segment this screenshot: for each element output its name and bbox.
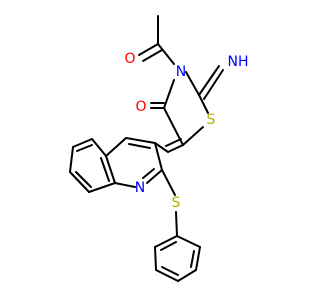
atom-label-o-acetyl: O <box>124 51 135 67</box>
bond-q7-q8 <box>69 171 90 193</box>
bond-c2-s <box>198 94 209 114</box>
atom-label-s-ring: S <box>207 112 216 128</box>
bond-q4a-q8a <box>105 155 116 184</box>
bond-s-c5 <box>182 126 204 146</box>
bond-acetyl-co-b <box>142 49 163 62</box>
bond-ph6-ph1 <box>154 235 178 248</box>
bond-n-c2 <box>185 71 200 96</box>
bond-inner-ph4-ph5 <box>161 266 179 276</box>
molecule-structure: O N NH S O N S <box>69 15 249 282</box>
bond-q2-q3 <box>154 142 163 171</box>
bond-q5-q6 <box>72 138 93 148</box>
bond-q6-q7 <box>69 146 74 173</box>
bond-q8-q8a <box>88 182 116 193</box>
bond-exo-alkene-b <box>165 138 182 147</box>
bond-exo-alkene-a <box>167 144 184 153</box>
bond-vinyl-quinoline <box>154 142 169 153</box>
bond-acetyl-co-a <box>138 43 159 56</box>
molecule-canvas: O N NH S O N S <box>69 15 249 282</box>
bond-s-phenyl <box>175 211 178 237</box>
atom-label-n-ring: N <box>176 64 186 80</box>
bond-q4a-q5 <box>91 138 107 157</box>
bond-inner-q3-q4 <box>128 143 151 149</box>
atom-label-s-thioether: S <box>172 195 181 211</box>
bond-imine-a <box>198 65 220 96</box>
bonds <box>69 15 224 282</box>
bond-n1-q2 <box>146 169 163 184</box>
atom-label-imine-nh: NH <box>228 54 249 70</box>
bond-ph5-ph6 <box>154 246 157 271</box>
bond-inner-ph6-ph1 <box>160 241 177 251</box>
bond-q2-s <box>161 169 176 196</box>
bond-inner-q5-q6 <box>76 144 93 152</box>
bond-acetyl-n <box>157 43 175 65</box>
bond-c4-n <box>163 79 175 109</box>
bond-ph2-ph3 <box>195 246 201 271</box>
bond-inner-ph2-ph3 <box>190 250 195 268</box>
bond-q3-q4 <box>125 137 156 144</box>
bond-ph1-ph2 <box>176 235 201 248</box>
bond-q8a-n1 <box>114 182 136 188</box>
bond-imine-b <box>203 69 224 100</box>
bond-q4-q4a <box>105 137 127 157</box>
bond-inner-q4a-q8a <box>100 157 110 182</box>
atom-labels: O N NH S O N S <box>124 51 248 211</box>
bond-ph3-ph4 <box>177 269 197 282</box>
atom-label-n-quinoline: N <box>135 180 145 196</box>
atom-label-o-carbonyl: O <box>135 99 146 115</box>
bond-inner-n1-q2 <box>142 168 155 179</box>
bond-inner-q7-q8 <box>75 171 92 188</box>
bond-ph4-ph5 <box>155 269 179 282</box>
